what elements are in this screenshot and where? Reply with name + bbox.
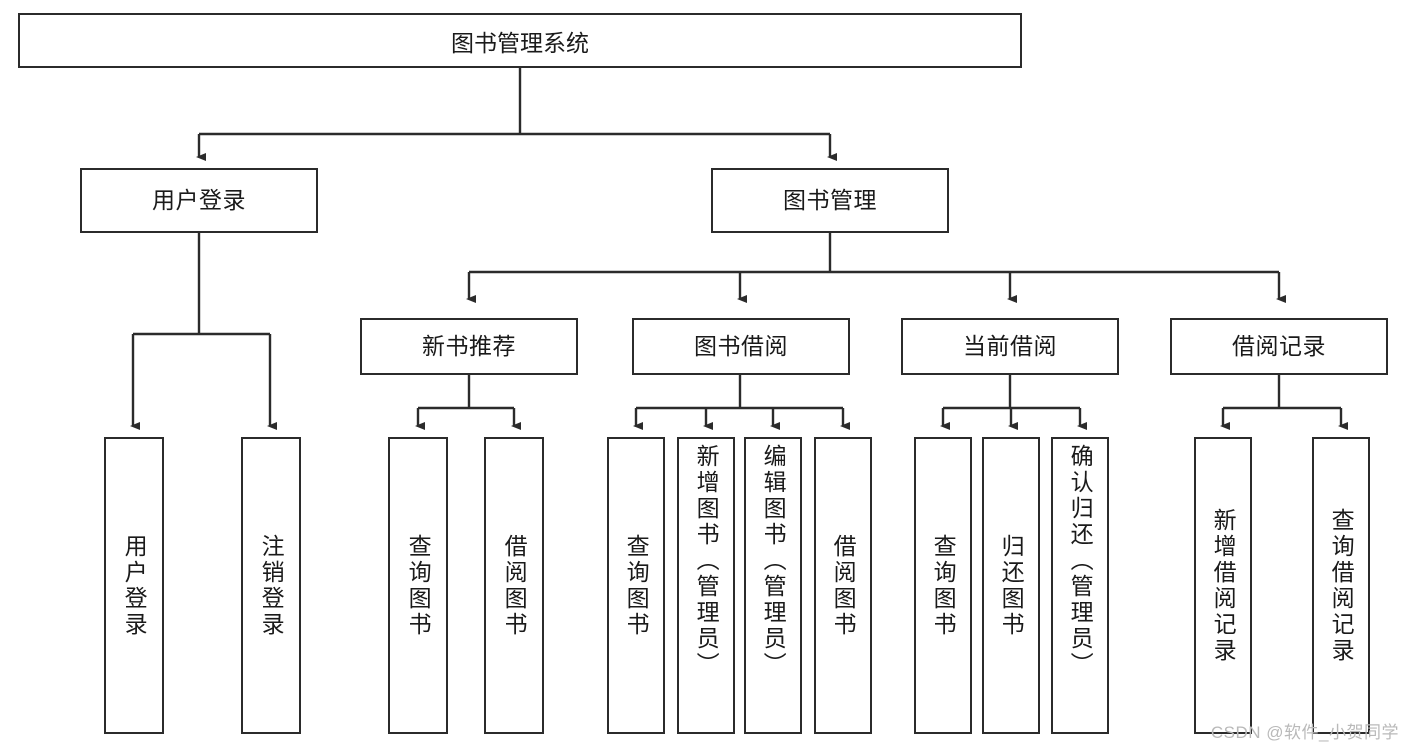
watermark: CSDN @软件_小贺同学 bbox=[1210, 723, 1399, 742]
leaf-label: 新增图书（管理员） bbox=[693, 444, 720, 678]
leaf-label: 查询图书 bbox=[930, 533, 957, 638]
leaf-borrow-book-new[interactable]: 借阅图书 bbox=[484, 437, 544, 734]
leaf-add-borrow-record[interactable]: 新增借阅记录 bbox=[1194, 437, 1252, 734]
leaf-confirm-return-admin[interactable]: 确认归还（管理员） bbox=[1051, 437, 1109, 734]
node-borrow-records[interactable]: 借阅记录 bbox=[1170, 318, 1388, 375]
leaf-label: 归还图书 bbox=[998, 533, 1025, 638]
leaf-label: 用户登录 bbox=[121, 533, 148, 638]
leaf-label: 注销登录 bbox=[258, 533, 285, 638]
node-root-book-management-system[interactable]: 图书管理系统 bbox=[18, 13, 1022, 68]
leaf-return-book[interactable]: 归还图书 bbox=[982, 437, 1040, 734]
leaf-query-book-current[interactable]: 查询图书 bbox=[914, 437, 972, 734]
leaf-label: 借阅图书 bbox=[501, 533, 528, 638]
node-label: 图书管理 bbox=[783, 187, 877, 214]
leaf-label: 新增借阅记录 bbox=[1210, 507, 1237, 664]
leaf-query-book-new[interactable]: 查询图书 bbox=[388, 437, 448, 734]
node-current-borrow[interactable]: 当前借阅 bbox=[901, 318, 1119, 375]
leaf-label: 借阅图书 bbox=[830, 533, 857, 638]
leaf-add-book-admin[interactable]: 新增图书（管理员） bbox=[677, 437, 735, 734]
node-label: 新书推荐 bbox=[422, 333, 516, 360]
leaf-borrow-book[interactable]: 借阅图书 bbox=[814, 437, 872, 734]
node-label: 用户登录 bbox=[152, 187, 246, 214]
node-label: 借阅记录 bbox=[1232, 333, 1326, 360]
node-user-login[interactable]: 用户登录 bbox=[80, 168, 318, 233]
node-book-management[interactable]: 图书管理 bbox=[711, 168, 949, 233]
node-label: 图书管理系统 bbox=[451, 29, 589, 56]
node-new-book-recommend[interactable]: 新书推荐 bbox=[360, 318, 578, 375]
leaf-label: 查询图书 bbox=[405, 533, 432, 638]
leaf-edit-book-admin[interactable]: 编辑图书（管理员） bbox=[744, 437, 802, 734]
node-label: 图书借阅 bbox=[694, 333, 788, 360]
leaf-label: 查询图书 bbox=[623, 533, 650, 638]
leaf-label: 确认归还（管理员） bbox=[1067, 444, 1094, 678]
node-label: 当前借阅 bbox=[963, 333, 1057, 360]
leaf-query-book-borrow[interactable]: 查询图书 bbox=[607, 437, 665, 734]
leaf-user-login[interactable]: 用户登录 bbox=[104, 437, 164, 734]
leaf-label: 查询借阅记录 bbox=[1328, 507, 1355, 664]
node-book-borrow[interactable]: 图书借阅 bbox=[632, 318, 850, 375]
leaf-logout[interactable]: 注销登录 bbox=[241, 437, 301, 734]
leaf-label: 编辑图书（管理员） bbox=[760, 444, 787, 678]
leaf-query-borrow-record[interactable]: 查询借阅记录 bbox=[1312, 437, 1370, 734]
